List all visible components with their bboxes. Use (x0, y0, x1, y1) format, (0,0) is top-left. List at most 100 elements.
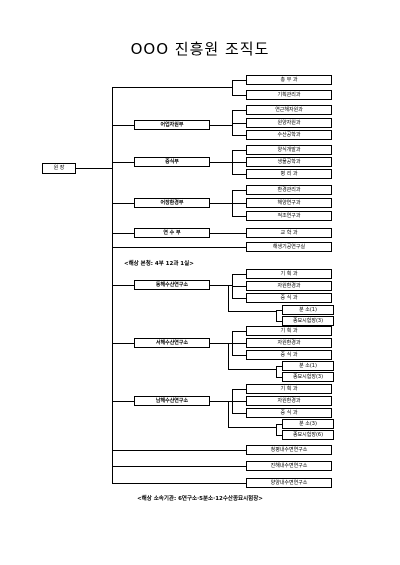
connector (210, 203, 232, 204)
lab-box: 해생기공연구실 (246, 242, 332, 252)
section-box: 증 식 과 (246, 350, 332, 360)
connector (228, 369, 276, 370)
section-box: 원양자원과 (246, 118, 332, 128)
connector (112, 450, 246, 451)
connector (228, 311, 276, 312)
section-box: 기 획 과 (246, 384, 332, 394)
director-box: 원 장 (42, 163, 76, 174)
connector (232, 389, 246, 390)
connector (112, 466, 246, 467)
institute-box: 남해수산연구소 (134, 396, 210, 406)
connector (112, 343, 134, 344)
connector (112, 247, 246, 248)
connector (112, 203, 134, 204)
connector (232, 174, 246, 175)
section-box: 자원환경과 (246, 396, 332, 406)
connector (232, 162, 246, 163)
affiliates-summary-note: <해상 소속기관: 6연구소·5분소·12수산종묘시험장> (137, 496, 263, 502)
connector (210, 233, 246, 234)
connector (210, 343, 232, 344)
connector (276, 366, 282, 367)
connector (232, 80, 233, 95)
department-box: 어장환경부 (134, 198, 210, 208)
connector (232, 150, 246, 151)
hq-summary-note: <해상 본청: 4부 12과 1실> (124, 261, 194, 267)
section-box: 생물공학과 (246, 157, 332, 167)
inland-institute-box: 진해내수면연구소 (246, 461, 332, 471)
section-box: 적조연구과 (246, 211, 332, 221)
section-box: 자원환경과 (246, 338, 332, 348)
department-box: 연 수 부 (134, 228, 210, 238)
connector (112, 401, 134, 402)
department-box: 어업자원부 (134, 120, 210, 130)
branch-box: 분 소(1) (282, 361, 334, 371)
connector (232, 135, 246, 136)
connector (232, 110, 233, 135)
branch-box: 종묘시험장(6) (282, 430, 334, 440)
branch-box: 분 소(3) (282, 419, 334, 429)
section-box: 연근해자원과 (246, 105, 332, 115)
connector (112, 125, 134, 126)
connector (232, 190, 246, 191)
connector (232, 274, 246, 275)
inland-institute-box: 양양내수면연구소 (246, 478, 332, 488)
connector (210, 162, 232, 163)
connector (276, 424, 277, 435)
connector (232, 331, 246, 332)
connector (232, 413, 246, 414)
department-box: 증식부 (134, 157, 210, 167)
page-title: OOO 진흥원 조직도 (130, 40, 270, 58)
section-box: 해양연구과 (246, 198, 332, 208)
connector (228, 285, 229, 311)
top-unit-box: 기획관리과 (246, 90, 332, 100)
connector (112, 483, 246, 484)
section-box: 자원환경과 (246, 281, 332, 291)
connector (112, 162, 134, 163)
connector (276, 310, 277, 321)
connector (232, 80, 246, 81)
connector (276, 310, 282, 311)
connector (232, 123, 246, 124)
section-box: 수산공학과 (246, 130, 332, 140)
connector (112, 233, 134, 234)
connector (228, 427, 276, 428)
section-box: 기 획 과 (246, 269, 332, 279)
inland-institute-box: 청평내수면연구소 (246, 445, 332, 455)
connector (232, 216, 246, 217)
section-box: 환경관리과 (246, 185, 332, 195)
connector (232, 110, 246, 111)
connector (210, 125, 232, 126)
branch-box: 종묘시험장(3) (282, 316, 334, 326)
institute-box: 동해수산연구소 (134, 280, 210, 290)
connector (76, 168, 113, 169)
branch-box: 분 소(1) (282, 305, 334, 315)
connector (232, 343, 246, 344)
section-box: 양식개발과 (246, 145, 332, 155)
connector (210, 285, 232, 286)
connector (232, 95, 246, 96)
connector (232, 355, 246, 356)
top-unit-box: 총 무 과 (246, 75, 332, 85)
connector (228, 343, 229, 369)
section-box: 증 식 과 (246, 408, 332, 418)
section-box: 기 획 과 (246, 326, 332, 336)
connector (210, 401, 232, 402)
connector (276, 377, 282, 378)
section-box: 병 리 과 (246, 169, 332, 179)
section-box: 증 식 과 (246, 293, 332, 303)
connector (232, 401, 246, 402)
connector (276, 321, 282, 322)
connector (276, 424, 282, 425)
connector (232, 286, 246, 287)
connector (112, 285, 134, 286)
connector (276, 366, 277, 377)
institute-box: 서해수산연구소 (134, 338, 210, 348)
branch-box: 종묘시험장(3) (282, 372, 334, 382)
section-box: 교 학 과 (246, 228, 332, 238)
connector (276, 435, 282, 436)
connector (112, 87, 232, 88)
connector (232, 298, 246, 299)
connector (232, 203, 246, 204)
connector (228, 401, 229, 427)
